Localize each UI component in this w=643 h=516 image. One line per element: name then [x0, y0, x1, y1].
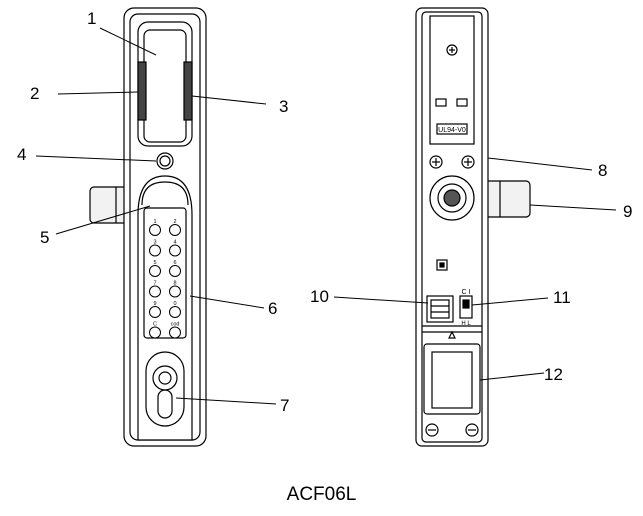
- chip-component: [436, 259, 448, 271]
- callout-4: 4: [17, 145, 27, 164]
- indicator-led: [156, 152, 174, 170]
- warning-triangle-icon: [448, 330, 456, 339]
- callout-10: 10: [310, 287, 329, 306]
- keypad-key-label: 7: [153, 281, 156, 287]
- front-lock-view: [89, 7, 207, 447]
- right-grip: [183, 61, 193, 121]
- diagram-caption: ACF06L: [286, 484, 357, 505]
- callout-9: 9: [623, 202, 633, 221]
- callout-7: 7: [280, 396, 290, 415]
- callout-1: 1: [87, 9, 97, 28]
- keypad-panel: [143, 207, 187, 339]
- keypad-key: [169, 306, 181, 318]
- keypad-key-label: 0: [173, 301, 176, 307]
- callout-12: 12: [544, 365, 563, 384]
- keypad-key-label: 4: [173, 240, 176, 246]
- keypad-key-label: 9: [153, 301, 156, 307]
- keypad-key: [169, 244, 181, 257]
- top-plate: [429, 15, 475, 145]
- callout-5: 5: [40, 228, 50, 247]
- battery-compartment: [423, 343, 481, 415]
- callout-8: 8: [598, 161, 608, 180]
- keypad-key-label: 6: [173, 260, 176, 266]
- keypad-key-label: cod: [171, 322, 180, 328]
- leader-lines: [35, 27, 617, 405]
- keypad-key-label: 5: [153, 260, 156, 266]
- label-switch-bottom: H L: [461, 321, 471, 327]
- label-switch: C I: [462, 289, 471, 296]
- dip-switch: [459, 295, 473, 319]
- keypad-key: [169, 224, 181, 236]
- keypad-key: [169, 285, 181, 298]
- bottom-screw-left-icon: [425, 423, 439, 437]
- keypad-key: [149, 306, 161, 318]
- keypad-key-label: 2: [173, 219, 176, 225]
- top-screw-icon: [446, 44, 458, 56]
- back-lock-view: [415, 7, 531, 447]
- keypad-key-label: 1: [153, 219, 156, 225]
- screw-left-icon: [429, 155, 443, 169]
- callout-3: 3: [279, 97, 289, 116]
- cylinder-housing: [145, 351, 185, 427]
- callout-11: 11: [553, 288, 571, 307]
- label-ul94: UL94-V0: [438, 127, 466, 134]
- screw-right-icon: [461, 155, 475, 169]
- keypad-key: [149, 285, 161, 298]
- keypad-key-label: 8: [173, 281, 176, 287]
- left-grip: [137, 61, 147, 121]
- keypad-key-label: C: [153, 322, 157, 328]
- cylinder-icon: [152, 365, 178, 391]
- keypad-key: [149, 224, 161, 236]
- connector-block: [426, 295, 454, 323]
- keypad-key: [169, 326, 181, 339]
- keypad-cover: [137, 175, 193, 441]
- keypad-key: [149, 265, 161, 277]
- keypad-key: [149, 326, 161, 339]
- keypad-key-label: 3: [153, 240, 156, 246]
- keypad-key: [169, 265, 181, 277]
- back-body-outer: [415, 7, 489, 447]
- callout-2: 2: [30, 84, 40, 103]
- bottom-screw-right-icon: [465, 423, 479, 437]
- keypad-key: [149, 244, 161, 257]
- callout-6: 6: [268, 299, 278, 318]
